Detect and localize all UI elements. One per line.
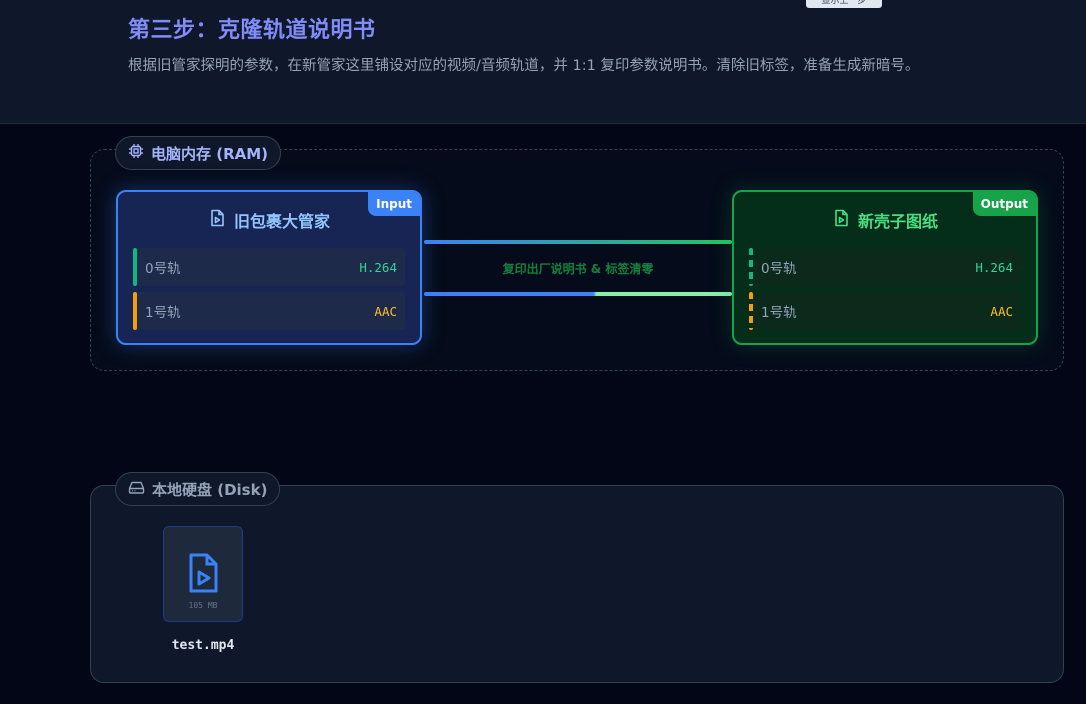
disk-zone-label: 本地硬盘 (Disk) bbox=[115, 472, 281, 506]
input-track-1[interactable]: 1号轨 AAC bbox=[133, 292, 405, 330]
video-track-bar bbox=[749, 248, 753, 286]
input-card-title: 旧包裹大管家 bbox=[118, 208, 420, 232]
output-card-title: 新壳子图纸 bbox=[734, 208, 1036, 232]
track-label: 0号轨 bbox=[761, 261, 797, 277]
step-header: 第三步：克隆轨道说明书 根据旧管家探明的参数，在新管家这里铺设对应的视频/音频轨… bbox=[0, 0, 1086, 124]
hard-drive-icon bbox=[128, 479, 145, 499]
track-codec: H.264 bbox=[975, 259, 1013, 275]
input-track-0[interactable]: 0号轨 H.264 bbox=[133, 248, 405, 286]
track-codec: AAC bbox=[374, 303, 397, 319]
file-video-icon bbox=[208, 209, 226, 231]
file-video-icon bbox=[832, 209, 850, 231]
page-title: 第三步：克隆轨道说明书 bbox=[128, 18, 376, 43]
disk-zone-label-text: 本地硬盘 (Disk) bbox=[152, 480, 268, 499]
audio-track-bar bbox=[749, 292, 753, 330]
page-description: 根据旧管家探明的参数，在新管家这里铺设对应的视频/音频轨道，并 1:1 复印参数… bbox=[128, 58, 920, 74]
track-label: 1号轨 bbox=[145, 305, 181, 321]
video-track-bar bbox=[133, 248, 137, 286]
connector-label: 复印出厂说明书 & 标签清零 bbox=[502, 262, 654, 276]
output-card-title-text: 新壳子图纸 bbox=[857, 212, 938, 231]
input-card[interactable]: Input 旧包裹大管家 0号轨 H.264 1号轨 AAC bbox=[116, 190, 422, 345]
video-file-icon bbox=[186, 527, 220, 597]
output-track-0[interactable]: 0号轨 H.264 bbox=[749, 248, 1021, 286]
ram-zone-label-text: 电脑内存 (RAM) bbox=[151, 144, 269, 163]
output-track-1[interactable]: 1号轨 AAC bbox=[749, 292, 1021, 330]
connector-line-track-0 bbox=[424, 240, 732, 244]
input-card-title-text: 旧包裹大管家 bbox=[233, 212, 330, 231]
ram-zone-label: 电脑内存 (RAM) bbox=[115, 136, 282, 170]
cpu-chip-icon bbox=[128, 143, 144, 163]
track-codec: H.264 bbox=[359, 259, 397, 275]
file-tile[interactable]: 105 MB bbox=[163, 526, 243, 622]
input-badge: Input bbox=[368, 192, 420, 216]
track-label: 0号轨 bbox=[145, 261, 181, 277]
file-size: 105 MB bbox=[188, 601, 218, 610]
track-codec: AAC bbox=[990, 303, 1013, 319]
connector-line-track-1 bbox=[424, 292, 732, 296]
file-name[interactable]: test.mp4 bbox=[171, 638, 235, 653]
output-card[interactable]: Output 新壳子图纸 0号轨 H.264 1号轨 AAC bbox=[732, 190, 1038, 345]
disk-zone bbox=[90, 485, 1064, 683]
tooltip: 显示上一步 bbox=[806, 0, 882, 8]
track-label: 1号轨 bbox=[761, 305, 797, 321]
output-badge: Output bbox=[972, 192, 1036, 216]
audio-track-bar bbox=[133, 292, 137, 330]
